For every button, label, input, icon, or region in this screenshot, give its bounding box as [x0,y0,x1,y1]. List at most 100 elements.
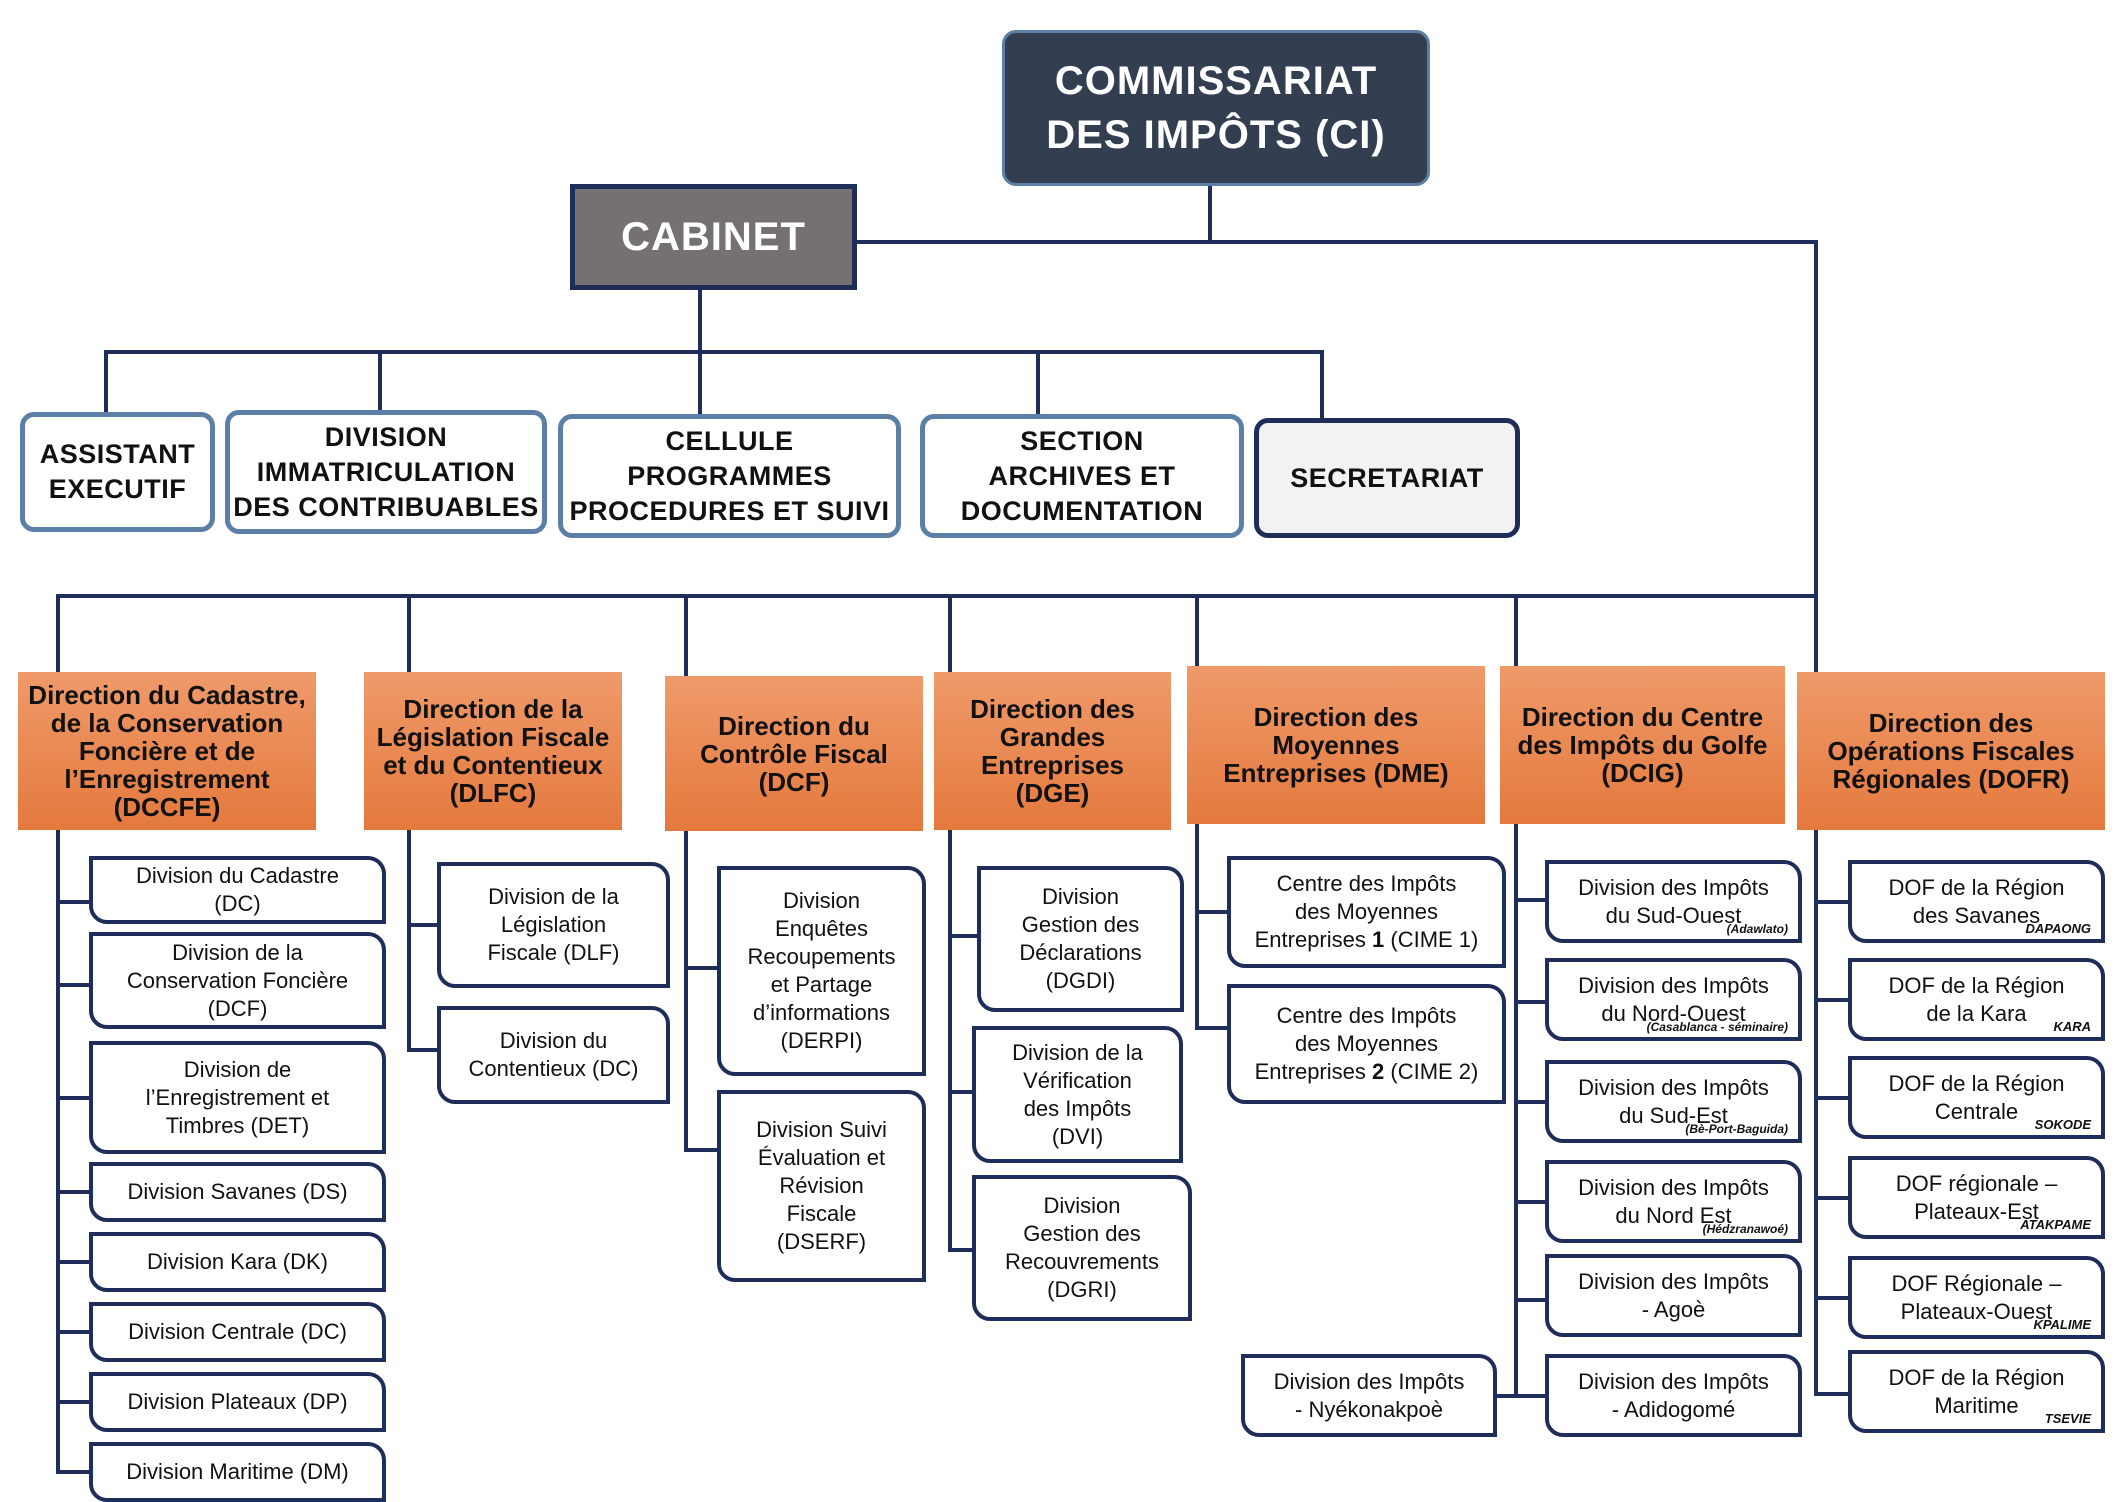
direction-title-line: l’Enregistrement [64,764,270,794]
division-label-line: (DERPI) [780,1028,863,1053]
direction-title-line: Contrôle Fiscal [700,738,888,769]
division-label-line: - Nyékonakpoè [1295,1396,1443,1422]
direction-title-line: Moyennes [1272,730,1400,760]
division-label-part: Entreprises [1254,1059,1372,1084]
division-label-line: et Partage [770,972,873,997]
direction-title-line: de la Conservation [50,708,284,738]
division-label-line: Division Maritime (DM) [126,1459,349,1484]
division-label-line: Division de [183,1056,292,1082]
division-label-line: DOF de la Région [1888,874,2065,900]
division-label-line: Division des Impôts [1578,1174,1769,1200]
division-label-line: d’informations [753,1000,890,1025]
division-label-line: Conservation Foncière [126,967,349,993]
unit-label-line: SECTION [1020,425,1144,456]
division-number: 2 [1372,1059,1385,1084]
division-label-line: des Moyennes [1294,1031,1439,1056]
division-label-line: Plateaux-Est [1914,1198,2039,1224]
division-box-dccfe-4: Division Savanes (DS) [89,1162,386,1222]
division-label-line: Division des Impôts [1578,1368,1769,1394]
division-label-line: du Nord Est [1615,1202,1732,1228]
division-box-dcig-6: Division des Impôts- Adidogomé [1545,1354,1802,1437]
direction-title-line: (DGE) [1015,778,1090,808]
division-label-line: Entreprises 1 (CIME 1) [1255,926,1479,954]
division-label-line: Fiscale [786,1201,857,1226]
direction-title-line: Direction des [970,694,1135,724]
division-location-label: DAPAONG [2025,921,2091,936]
division-label-line: Enquêtes [775,916,868,941]
division-label-line: Plateaux-Ouest [1900,1298,2053,1324]
division-label-line: DOF Régionale – [1891,1270,2062,1296]
division-label-line: (DGRI) [1047,1277,1117,1302]
direction-title-line: (DCIG) [1601,758,1684,788]
division-location-label: (Casablanca - séminaire) [1646,1020,1788,1034]
unit-label-line: DES CONTRIBUABLES [233,491,539,522]
division-label-line: Division Suivi [756,1117,887,1142]
division-label-line: Division [1041,884,1120,909]
division-label-line: Législation [500,912,607,937]
cabinet-box: CABINET [570,184,857,290]
division-label-line: de la Kara [1926,1000,2027,1026]
division-label-line: Division Savanes (DS) [127,1179,348,1204]
division-label-line: Gestion des [1023,1221,1141,1246]
division-label-line: Évaluation et [757,1145,886,1170]
direction-title-line: Foncière et de [78,736,256,766]
division-label-line: Division de la [1012,1039,1143,1065]
commissariat-title-line-1: COMMISSARIAT [1054,59,1378,103]
division-label-line: DOF de la Région [1888,972,2065,998]
commissariat-box: COMMISSARIAT DES IMPÔTS (CI) [1002,30,1430,186]
direction-title-line: Législation Fiscale [376,722,610,752]
direction-title-line: (DCF) [758,766,830,797]
division-label-part: (CIME 2) [1384,1059,1479,1084]
division-location-label: TSEVIE [2044,1411,2091,1426]
direction-dccfe-box: Direction du Cadastre,de la Conservation… [18,672,316,830]
direction-title-line: Direction de la [403,694,583,724]
division-box-dccfe-8: Division Maritime (DM) [89,1442,386,1502]
division-label-line: DOF régionale – [1895,1170,2058,1196]
direction-title-line: Entreprises [980,750,1125,780]
division-label-line: l’Enregistrement et [145,1084,330,1110]
division-label-line: du Sud-Ouest [1605,902,1742,928]
division-label-line: Division de la [172,939,303,965]
division-label-line: Division des Impôts [1578,1268,1769,1294]
division-label-line: Contentieux (DC) [468,1056,639,1081]
division-label-line: Révision [779,1173,864,1198]
direction-title-line: Direction du Centre [1521,702,1764,732]
direction-title-line: Direction du Cadastre, [28,680,306,710]
division-label-line: Centrale [1934,1098,2019,1124]
division-label-line: des Savanes [1912,902,2041,928]
commissariat-title-line-2: DES IMPÔTS (CI) [1046,113,1386,157]
division-label-line: Division du Cadastre [136,863,339,888]
division-label-line: Centre des Impôts [1276,1003,1457,1028]
direction-title-line: (DLFC) [449,778,537,808]
division-label-line: Division [1043,1193,1121,1218]
direction-title-line: Régionales (DOFR) [1832,764,2070,794]
unit-label-line: PROGRAMMES [627,460,832,491]
direction-title-line: (DCCFE) [113,792,221,822]
division-label-line: - Agoè [1641,1296,1706,1322]
direction-title-line: Direction des [1253,702,1419,732]
division-label-line: (DVI) [1051,1123,1104,1149]
unit-label-line: CELLULE [665,425,794,456]
division-label-line: Centre des Impôts [1276,871,1457,896]
unit-label-line: IMMATRICULATION [256,456,516,487]
division-label-line: Gestion des [1021,912,1140,937]
unit-label-line: ASSISTANT [39,439,196,469]
direction-title-line: Grandes [999,722,1106,752]
division-location-label: (Bè-Port-Baguida) [1685,1122,1788,1136]
direction-title-line: et du Contentieux [383,750,603,780]
